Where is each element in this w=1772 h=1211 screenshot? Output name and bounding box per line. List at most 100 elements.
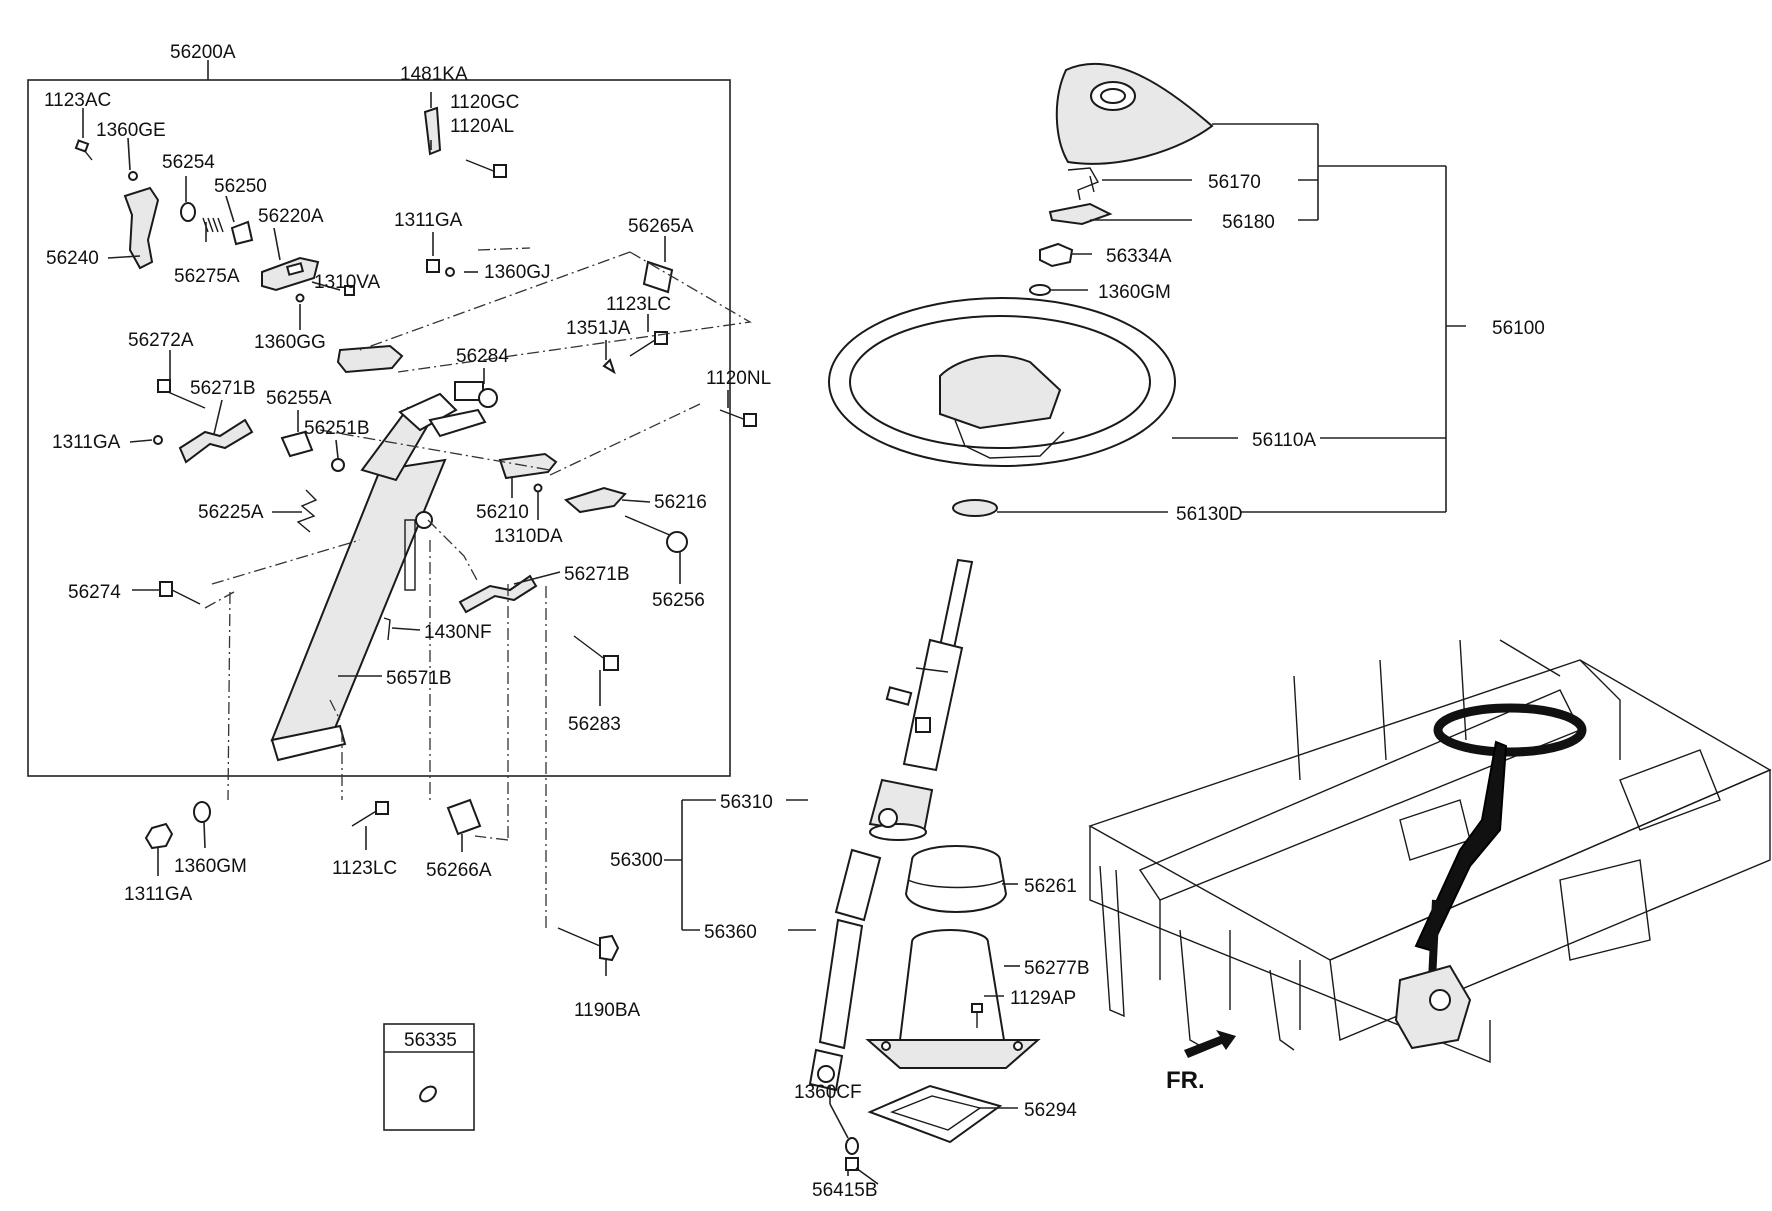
label-1311GA-top: 1311GA: [394, 210, 463, 231]
ring-56130D: [952, 499, 998, 517]
label-1120AL: 1120AL: [450, 116, 514, 137]
label-56415B: 56415B: [812, 1180, 878, 1201]
label-56271B-left: 56271B: [190, 378, 256, 399]
label-56225A: 56225A: [198, 502, 264, 523]
label-1123AC: 1123AC: [44, 90, 111, 111]
bolt-56272A: [157, 379, 206, 409]
nut-1310VA: [344, 285, 355, 296]
washer-1360GM-top: [1029, 284, 1051, 296]
label-1190BA: 1190BA: [574, 1000, 641, 1021]
label-56220A: 56220A: [258, 206, 324, 227]
label-56255A: 56255A: [266, 388, 332, 409]
label-1360GE: 1360GE: [96, 120, 166, 141]
label-1351JA: 1351JA: [566, 318, 631, 339]
washer-56254: [180, 202, 196, 222]
boot-56261: [904, 845, 1008, 913]
part-labels: 56200A 1123AC 1360GE 56254 56250 56220A …: [44, 42, 1545, 1201]
label-1360GM-top: 1360GM: [1098, 282, 1171, 303]
label-1123LC-top: 1123LC: [606, 294, 671, 315]
label-56180: 56180: [1222, 212, 1275, 233]
label-56261: 56261: [1024, 876, 1077, 897]
label-56271B-right: 56271B: [564, 564, 630, 585]
bracket-56571B: [270, 392, 487, 762]
bushing-56266A: [446, 798, 482, 836]
gasket-56294: [867, 1084, 1003, 1144]
bolt-1123AC: [74, 139, 93, 161]
label-56571B: 56571B: [386, 668, 452, 689]
label-1129AP: 1129AP: [1010, 988, 1076, 1009]
horn-contact-56170: [1067, 167, 1100, 201]
intermediate-shaft-56360: [808, 848, 882, 1092]
clip-1481KA: [423, 106, 442, 156]
bolt-1120NL: [719, 409, 757, 427]
inset-steering-wheel: [1433, 703, 1587, 757]
label-1120GC: 1120GC: [450, 92, 519, 113]
bolt-56415B: [845, 1157, 879, 1185]
label-56310: 56310: [720, 792, 773, 813]
label-56100: 56100: [1492, 318, 1545, 339]
label-56284: 56284: [456, 346, 509, 367]
label-56266A: 56266A: [426, 860, 492, 881]
nut-1311GA-left: [153, 435, 163, 445]
label-56256: 56256: [652, 590, 705, 611]
front-arrow-icon: [1184, 1030, 1236, 1058]
washer-1360GE: [128, 171, 138, 181]
label-1311GA-bottom: 1311GA: [124, 884, 193, 905]
steering-column-56310: [868, 558, 974, 841]
bushing-56265A: [642, 260, 674, 294]
washer-1360GM-bottom: [193, 801, 211, 823]
bolt-56274: [159, 581, 201, 605]
label-56170: 56170: [1208, 172, 1261, 193]
bolt-1351JA: [602, 358, 616, 375]
tube-56255A: [280, 430, 314, 458]
nut-1311GA-top: [426, 259, 440, 273]
label-1311GA-left: 1311GA: [52, 432, 121, 453]
lever-56240: [123, 186, 160, 270]
label-56251B: 56251B: [304, 418, 370, 439]
bracket-56271B-left: [178, 418, 254, 464]
label-56110A: 56110A: [1252, 430, 1316, 451]
label-1310DA: 1310DA: [494, 526, 563, 547]
nut-1311GA-bottom: [144, 822, 174, 850]
label-1360GJ: 1360GJ: [484, 262, 551, 283]
cap-56250: [230, 220, 254, 246]
label-1481KA: 1481KA: [400, 64, 468, 85]
leader-lines: [82, 92, 1466, 1176]
label-56275A: 56275A: [174, 266, 240, 287]
inset-steering-column: [1414, 740, 1508, 952]
label-56216: 56216: [654, 492, 707, 513]
horn-pad-56100: [1055, 62, 1214, 165]
label-56334A: 56334A: [1106, 246, 1172, 267]
label-1120NL: 1120NL: [706, 368, 771, 389]
label-56130D: 56130D: [1176, 504, 1243, 525]
label-56300: 56300: [610, 850, 663, 871]
label-56335: 56335: [404, 1030, 457, 1051]
nut-1310DA: [533, 483, 543, 493]
label-1360GM-bottom: 1360GM: [174, 856, 247, 877]
label-56277B: 56277B: [1024, 958, 1090, 979]
label-56272A: 56272A: [128, 330, 194, 351]
bolt-1123LC-bottom: [351, 801, 389, 827]
label-56274: 56274: [68, 582, 121, 603]
label-56210: 56210: [476, 502, 529, 523]
vehicle-frame-inset: [1088, 639, 1772, 1064]
bolt-1190BA: [557, 927, 620, 962]
bolt-1123LC-top: [629, 331, 668, 357]
assembly-dashed-lines: [204, 247, 752, 930]
label-1123LC-bottom: 1123LC: [332, 858, 397, 879]
bracket-56271B-right: [458, 574, 538, 614]
nut-56334A: [1039, 242, 1074, 268]
part-box-56335: [383, 1023, 475, 1131]
label-1430NF: 1430NF: [424, 622, 492, 643]
spring-56225A: [296, 489, 318, 533]
bolt-1129AP: [971, 1003, 983, 1028]
steering-wheel-56110A: [828, 297, 1176, 467]
pin-56284: [454, 381, 498, 408]
label-56294: 56294: [1024, 1100, 1077, 1121]
label-1310VA: 1310VA: [314, 272, 381, 293]
nut-1360GG: [295, 293, 305, 303]
washer-56251B: [331, 458, 345, 472]
plate-56180: [1048, 202, 1113, 226]
washer-1360CF: [845, 1137, 859, 1155]
